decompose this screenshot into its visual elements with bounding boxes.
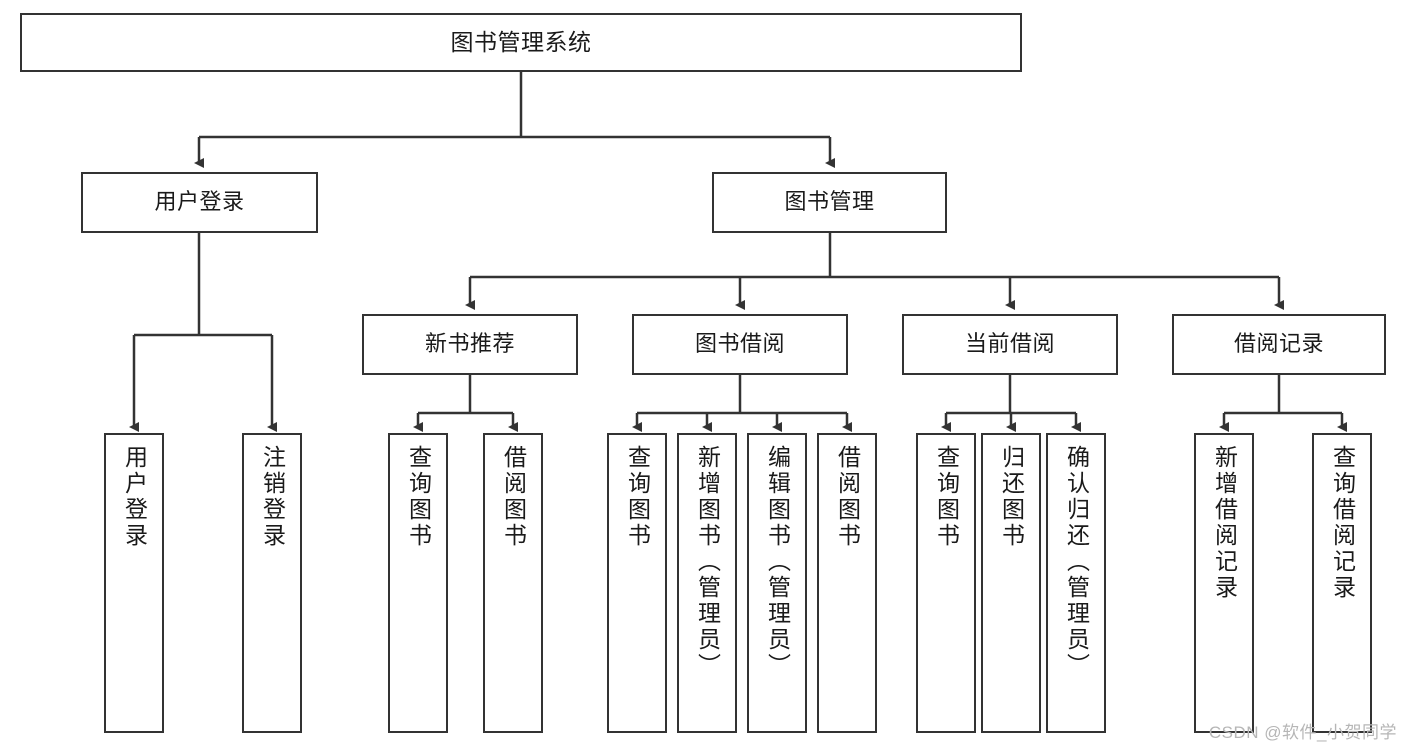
- node-label: 编辑图书（管理员）: [764, 445, 791, 679]
- node-label: 借阅图书: [500, 445, 527, 549]
- node-label: 新增图书（管理员）: [694, 445, 721, 679]
- node-current-borrow[interactable]: 当前借阅: [902, 314, 1118, 375]
- node-label: 新书推荐: [424, 331, 515, 357]
- node-root-system[interactable]: 图书管理系统: [20, 13, 1022, 72]
- node-label: 查询图书: [624, 445, 651, 549]
- node-label: 图书借阅: [694, 331, 785, 357]
- node-label: 借阅图书: [834, 445, 861, 549]
- node-book-management[interactable]: 图书管理: [712, 172, 947, 233]
- node-label: 注销登录: [259, 445, 286, 549]
- leaf-borrow-edit-book-admin[interactable]: 编辑图书（管理员）: [747, 433, 807, 733]
- leaf-recommend-borrow-book[interactable]: 借阅图书: [483, 433, 543, 733]
- node-user-login[interactable]: 用户登录: [81, 172, 318, 233]
- node-label: 确认归还（管理员）: [1063, 445, 1090, 679]
- node-label: 查询借阅记录: [1329, 445, 1356, 601]
- node-label: 图书管理系统: [450, 28, 592, 55]
- node-label: 借阅记录: [1233, 331, 1324, 357]
- node-new-book-recommend[interactable]: 新书推荐: [362, 314, 578, 375]
- node-label: 归还图书: [998, 445, 1025, 549]
- leaf-borrow-query-book[interactable]: 查询图书: [607, 433, 667, 733]
- leaf-borrow-add-book-admin[interactable]: 新增图书（管理员）: [677, 433, 737, 733]
- node-label: 查询图书: [933, 445, 960, 549]
- node-book-borrow[interactable]: 图书借阅: [632, 314, 848, 375]
- node-label: 图书管理: [784, 189, 875, 215]
- leaf-record-query-record[interactable]: 查询借阅记录: [1312, 433, 1372, 733]
- node-borrow-record[interactable]: 借阅记录: [1172, 314, 1386, 375]
- leaf-current-query-book[interactable]: 查询图书: [916, 433, 976, 733]
- leaf-recommend-query-book[interactable]: 查询图书: [388, 433, 448, 733]
- node-label: 查询图书: [405, 445, 432, 549]
- node-label: 用户登录: [154, 189, 245, 215]
- csdn-watermark: CSDN @软件_小贺同学: [1208, 723, 1397, 742]
- node-label: 用户登录: [121, 445, 148, 549]
- leaf-user-login-login[interactable]: 用户登录: [104, 433, 164, 733]
- leaf-borrow-borrow-book[interactable]: 借阅图书: [817, 433, 877, 733]
- node-label: 当前借阅: [964, 331, 1055, 357]
- leaf-current-return-book[interactable]: 归还图书: [981, 433, 1041, 733]
- leaf-user-login-logout[interactable]: 注销登录: [242, 433, 302, 733]
- node-label: 新增借阅记录: [1211, 445, 1238, 601]
- leaf-current-confirm-return-admin[interactable]: 确认归还（管理员）: [1046, 433, 1106, 733]
- leaf-record-add-record[interactable]: 新增借阅记录: [1194, 433, 1254, 733]
